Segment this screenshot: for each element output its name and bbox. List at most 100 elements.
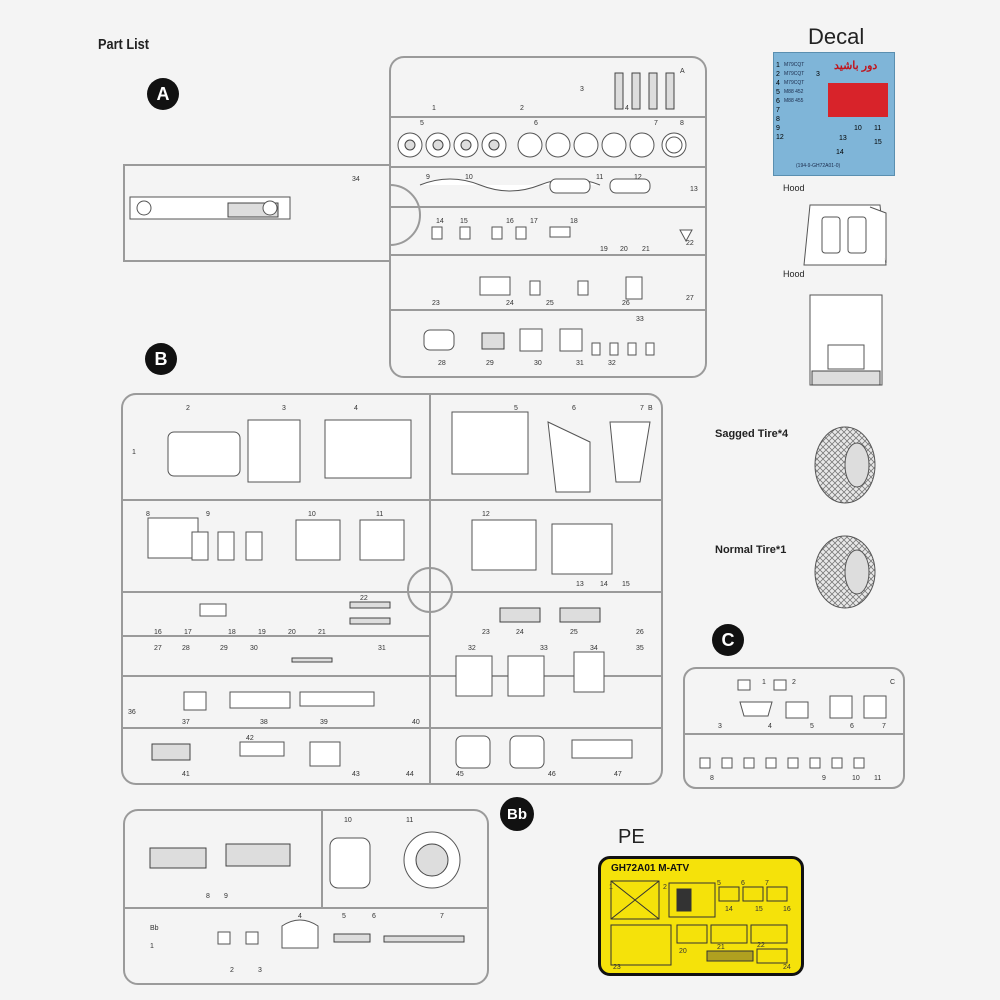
sagged-tire-label: Sagged Tire*4 [715,428,789,440]
sprue-a: A 34 1 2 3 4 5 6 7 8 9 10 11 12 13 14 15… [123,56,707,378]
spring-parts [614,72,675,110]
part-number: 34 [590,645,598,652]
sprue-b-badge: B [145,343,177,375]
part-number: 40 [412,719,420,726]
part-number: 6 [534,120,538,127]
part-number: 17 [184,629,192,636]
part-number: 38 [260,719,268,726]
sprue-b-corner-label: B [648,405,653,412]
part-number: 15 [622,581,630,588]
part-number: 27 [154,645,162,652]
part-number: 8 [146,511,150,518]
part-number: 4 [354,405,358,412]
part-number: 16 [506,218,514,225]
part-number: 5 [810,723,814,730]
part-number: 31 [378,645,386,652]
part-number: 6 [850,723,854,730]
part-number: 9 [224,893,228,900]
part-number: 39 [320,719,328,726]
part-number: 1 [150,943,154,950]
part-number: 8 [680,120,684,127]
misc-parts [423,226,693,356]
part-number: 8 [206,893,210,900]
sprue-c-badge: C [712,624,744,656]
part-number: 19 [258,629,266,636]
sprue-a-badge: A [147,78,179,110]
part-number: 24 [516,629,524,636]
part-number: 46 [548,771,556,778]
hood-label: Hood [783,269,805,279]
part-number: 1 [132,449,136,456]
part-number: 9 [206,511,210,518]
part-number: 10 [344,817,352,824]
part-number: 4 [768,723,772,730]
sprue-c: C 1 2 3 4 5 6 7 8 9 10 11 [683,667,905,789]
part-number: 20 [620,246,628,253]
part-number: 9 [426,174,430,181]
part-number: 25 [570,629,578,636]
part-number: 18 [228,629,236,636]
part-number: 7 [440,913,444,920]
decal-number: 2 [776,71,780,78]
body-parts [147,411,651,769]
part-number: 28 [182,645,190,652]
part-number: 45 [456,771,464,778]
pe-part-number: 20 [679,948,687,955]
part-number: 3 [580,86,584,93]
part-number: 1 [432,105,436,112]
decal-number: 4 [776,80,780,87]
part-number: 23 [482,629,490,636]
part-number: 12 [634,174,642,181]
part-number: 18 [570,218,578,225]
decal-number: 15 [874,139,882,146]
decal-code: M88 455 [784,98,804,104]
part-number: 26 [636,629,644,636]
hood-label: Hood [783,183,805,193]
part-number: 29 [486,360,494,367]
sprue-bb: Bb 8 9 10 11 2 3 4 5 6 7 1 [123,809,489,985]
part-number: 30 [250,645,258,652]
decal-sheet-code: (194-9-GH72A01-0) [796,163,841,169]
decal-red-panel [828,83,888,117]
bb-parts [149,831,465,949]
part-number: 20 [288,629,296,636]
part-number: 47 [614,771,622,778]
part-number: 33 [636,316,644,323]
part-number: 25 [546,300,554,307]
part-number: 4 [625,105,629,112]
part-number: 23 [432,300,440,307]
sagged-tire [814,426,876,504]
part-number: 42 [246,735,254,742]
part-number: 2 [230,967,234,974]
part-number: 17 [530,218,538,225]
part-number: 11 [596,174,603,181]
pe-fret-label: GH72A01 M-ATV [611,863,690,874]
part-number: 30 [534,360,542,367]
part-number: 7 [640,405,644,412]
part-number: 32 [608,360,616,367]
decal-code: M79CQT [784,71,805,77]
part-number: 4 [298,913,302,920]
part-number: 26 [622,300,630,307]
decal-number: 1 [776,62,780,69]
part-number: 22 [360,595,368,602]
chassis-frame [129,196,291,220]
decal-code: M88 452 [784,89,804,95]
part-number: 19 [600,246,608,253]
pe-fret: GH72A01 M-ATV 1 2 5 6 7 14 15 16 20 21 2… [598,856,804,976]
part-number: 34 [352,176,360,183]
part-number: 14 [600,581,608,588]
hood-front-view [803,204,887,266]
part-number: 5 [342,913,346,920]
part-number: 11 [376,511,383,518]
decal-number: 5 [776,89,780,96]
arm-parts [419,178,651,194]
pe-part-number: 1 [609,884,613,891]
part-number: 37 [182,719,190,726]
part-number: 13 [576,581,584,588]
pe-part-number: 22 [757,942,765,949]
part-number: 7 [654,120,658,127]
part-number: 21 [642,246,650,253]
part-number: 22 [686,240,694,247]
pe-part-number: 23 [613,964,621,971]
